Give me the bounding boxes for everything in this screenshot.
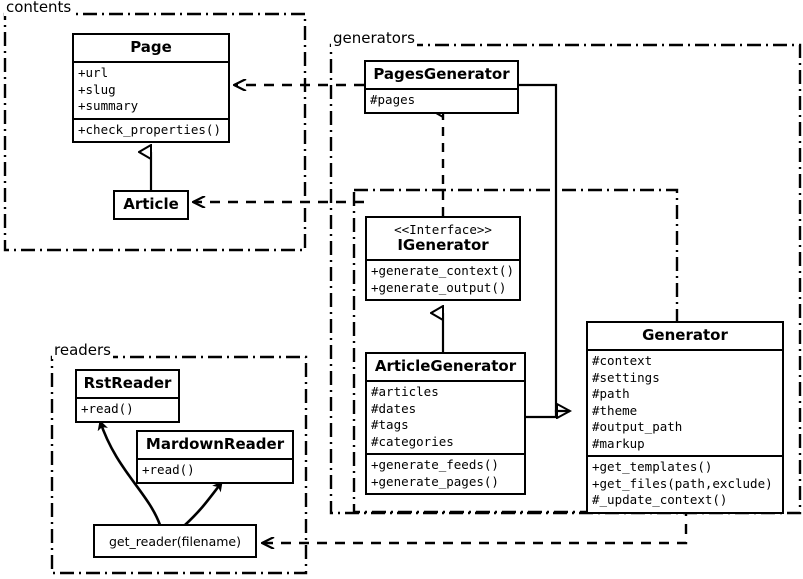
class-box-generator[interactable]: Generator #context #settings #path #them…: [586, 321, 784, 514]
operation-item: +read(): [81, 401, 134, 417]
class-operations-generator: +get_templates() +get_files(path,exclude…: [588, 455, 782, 512]
attribute-item: #output_path: [592, 419, 683, 435]
operation-item: +generate_output(): [371, 279, 507, 295]
class-attributes-generator: #context #settings #path #theme #output_…: [588, 349, 782, 455]
operation-item: #_update_context(): [592, 492, 728, 508]
class-name-pages-generator: PagesGenerator: [373, 65, 510, 83]
class-operations-igenerator: +generate_context() +generate_output(): [367, 259, 519, 299]
class-box-mardown-reader[interactable]: MardownReader +read(): [136, 430, 294, 484]
relation-pagesgenerator-extends-generator: [519, 83, 570, 411]
operation-item: +check_properties(): [78, 121, 221, 137]
attribute-item: #settings: [592, 369, 660, 385]
relation-get-reader-returns-mardownreader: [184, 481, 224, 526]
attribute-item: #markup: [592, 435, 645, 451]
package-label-contents: contents: [4, 0, 74, 16]
operation-item: +get_templates(): [592, 459, 713, 475]
class-name-article: Article: [123, 195, 179, 213]
package-frame-readers: [50, 355, 308, 575]
class-name-mardown-reader: MardownReader: [145, 435, 285, 453]
class-box-article[interactable]: Article: [113, 190, 189, 221]
class-operations-mardown-reader: +read(): [138, 458, 292, 482]
operation-item: +read(): [142, 462, 195, 478]
class-box-igenerator[interactable]: <<Interface>> IGenerator +generate_conte…: [365, 216, 521, 302]
attribute-item: #pages: [370, 92, 416, 108]
package-frame-contents: [3, 12, 307, 252]
class-box-rst-reader[interactable]: RstReader +read(): [75, 369, 180, 423]
class-box-pages-generator[interactable]: PagesGenerator #pages: [364, 60, 519, 114]
class-stereotype-igenerator: <<Interface>>: [394, 222, 492, 237]
class-operations-rst-reader: +read(): [77, 397, 178, 421]
relation-articlegenerator-extends-generator: [526, 409, 570, 419]
class-name-article-generator: ArticleGenerator: [374, 357, 517, 375]
operation-item: +generate_context(): [371, 263, 514, 279]
class-attributes-article-generator: #articles #dates #tags #categories: [367, 380, 524, 453]
class-name-generator: Generator: [642, 326, 728, 344]
class-box-page[interactable]: Page +url +slug +summary +check_properti…: [72, 33, 230, 144]
attribute-item: #path: [592, 386, 630, 402]
attribute-item: #dates: [371, 400, 417, 416]
class-attributes-pages-generator: #pages: [366, 88, 517, 112]
class-name-text-igenerator: IGenerator: [397, 236, 489, 254]
function-box-get-reader[interactable]: get_reader(filename): [93, 524, 257, 558]
function-label-get-reader: get_reader(filename): [109, 533, 241, 549]
package-label-readers: readers: [52, 341, 113, 359]
class-name-igenerator: <<Interface>> IGenerator: [367, 218, 519, 259]
package-label-generators: generators: [331, 29, 417, 47]
attribute-item: #theme: [592, 402, 638, 418]
relation-generator-uses-get-reader: [262, 506, 688, 543]
operation-item: +get_files(path,exclude): [592, 475, 773, 491]
operation-item: +generate_pages(): [371, 473, 499, 489]
attribute-item: #categories: [371, 433, 454, 449]
class-operations-page: +check_properties(): [74, 117, 228, 142]
attribute-item: #context: [592, 353, 653, 369]
package-frame-generators-inner: [352, 188, 679, 514]
class-operations-article-generator: +generate_feeds() +generate_pages(): [367, 453, 524, 493]
class-name-rst-reader: RstReader: [83, 374, 172, 392]
attribute-item: +summary: [78, 98, 139, 114]
attribute-item: #articles: [371, 384, 439, 400]
class-attributes-page: +url +slug +summary: [74, 61, 228, 118]
attribute-item: +slug: [78, 81, 116, 97]
attribute-item: #tags: [371, 417, 409, 433]
class-name-page: Page: [130, 38, 172, 56]
operation-item: +generate_feeds(): [371, 457, 499, 473]
class-box-article-generator[interactable]: ArticleGenerator #articles #dates #tags …: [365, 352, 526, 496]
relation-get-reader-returns-rstreader: [97, 420, 162, 526]
attribute-item: +url: [78, 65, 109, 81]
